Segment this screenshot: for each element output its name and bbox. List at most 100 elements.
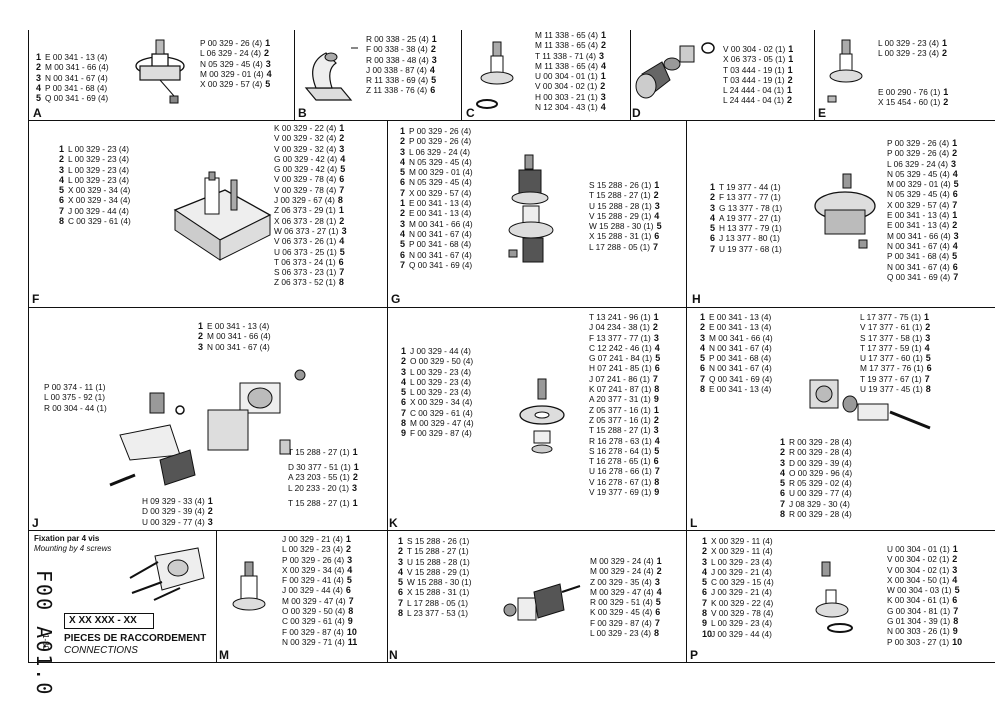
part-code: L 00 329 - 23 (4) (410, 376, 472, 387)
part-row: V 00 304 - 02 (1)1 (723, 44, 793, 54)
part-code: M 00 329 - 01 (4) (887, 179, 951, 190)
part-code: P 00 329 - 26 (4) (409, 126, 472, 136)
part-code: E 00 290 - 76 (1) (878, 87, 941, 97)
part-code: U 00 304 - 01 (1) (887, 544, 950, 554)
part-row: V 00 304 - 02 (1)2 (535, 81, 606, 91)
item-number: 7 (652, 373, 658, 384)
item-number: 6 (710, 233, 716, 244)
part-row: P 00 303 - 27 (1)10 (887, 637, 962, 647)
item-number: 5 (656, 221, 662, 232)
part-code: V 00 304 - 02 (1) (723, 44, 786, 54)
part-row: M 00 329 - 24 (4)1 (590, 556, 662, 566)
item-number: 8 (700, 384, 706, 395)
part-row: K 07 241 - 87 (1)8 (589, 384, 660, 394)
part-row: F 00 329 - 87 (4)10 (282, 627, 357, 637)
part-code: L 24 444 - 04 (1) (723, 85, 785, 96)
item-number: 7 (710, 243, 716, 254)
part-code: M 00 329 - 47 (4) (410, 418, 474, 429)
item-number: 7 (700, 373, 706, 384)
section-n-drawing (503, 583, 581, 621)
part-code: G 00 329 - 42 (4) (274, 164, 338, 175)
section-label: A (33, 106, 42, 120)
part-code: F 00 329 - 41 (4) (282, 575, 344, 586)
part-code: Z 11 338 - 76 (4) (366, 85, 428, 96)
part-code: N 05 329 - 45 (4) (409, 156, 472, 167)
part-row: X 15 288 - 31 (1)6 (589, 231, 662, 241)
part-code: V 00 329 - 78 (4) (274, 184, 337, 195)
part-code: N 00 341 - 67 (4) (409, 249, 472, 260)
part-code: J 00 329 - 21 (4) (282, 534, 343, 544)
part-row: M 00 329 - 47 (4)7 (282, 596, 357, 606)
part-code: T 11 338 - 71 (4) (535, 50, 597, 61)
part-code: H 13 377 - 79 (1) (719, 223, 782, 234)
item-number: 1 (780, 437, 786, 447)
part-row: D 30 377 - 51 (1)1 (288, 462, 359, 472)
item-number: 4 (710, 212, 716, 223)
item-number: 4 (656, 586, 662, 597)
part-code: N 00 341 - 67 (4) (207, 341, 270, 352)
item-number: 2 (601, 40, 607, 51)
part-code: P 00 341 - 68 (4) (45, 82, 108, 93)
item-number: 3 (198, 341, 204, 352)
part-code: E 00 341 - 13 (4) (409, 208, 472, 219)
part-number: X XX XXX - XX (69, 615, 137, 626)
part-code: T 15 288 - 27 (1) (288, 447, 350, 457)
item-number: 3 (339, 143, 345, 154)
item-number: 2 (787, 74, 793, 85)
item-number: 6 (655, 607, 661, 618)
part-row: U 15 288 - 28 (1)3 (589, 201, 662, 211)
part-row: N 12 304 - 43 (1)4 (535, 102, 606, 112)
item-number: 8 (654, 628, 660, 639)
part-row: X 15 454 - 60 (1)2 (878, 97, 948, 107)
part-row: X 06 373 - 28 (1)2 (274, 216, 347, 226)
part-code: N 00 341 - 67 (4) (709, 342, 772, 353)
item-number: 3 (653, 332, 659, 343)
part-code: L 24 444 - 04 (1) (723, 95, 785, 106)
item-number: 3 (710, 202, 716, 213)
item-number: 4 (700, 342, 706, 353)
part-row: M 00 329 - 01 (4)4 (200, 69, 272, 79)
part-code: T 15 288 - 27 (1) (407, 546, 469, 557)
part-code: M 00 341 - 66 (4) (709, 332, 773, 343)
part-code: K 00 329 - 45 (4) (590, 607, 653, 618)
part-code: J 00 329 - 21 (4) (711, 566, 772, 577)
part-code: R 00 329 - 28 (4) (789, 447, 852, 458)
item-number: 6 (338, 256, 344, 267)
item-number: 4 (702, 566, 708, 577)
part-row: N 00 329 - 71 (4)11 (282, 637, 357, 647)
part-row: X 00 304 - 50 (1)4 (887, 575, 962, 585)
part-row: M 11 338 - 65 (4)4 (535, 61, 606, 71)
section-label: N (389, 648, 398, 662)
section-label: P (690, 648, 699, 662)
item-number: 5 (59, 185, 65, 196)
part-code: N 00 329 - 71 (4) (282, 636, 345, 647)
part-row: P 00 329 - 26 (4)3 (282, 555, 357, 565)
item-number: 6 (345, 585, 351, 596)
part-row: Z 05 377 - 16 (1)1 (589, 405, 660, 415)
item-number: 3 (702, 556, 708, 567)
part-row: U 16 278 - 66 (1)7 (589, 466, 660, 476)
item-number: 2 (925, 322, 931, 333)
part-code: L 00 329 - 23 (4) (711, 556, 773, 567)
item-number: 2 (952, 148, 958, 159)
item-number: 7 (780, 498, 786, 509)
part-code: T 15 288 - 27 (1) (589, 425, 651, 436)
